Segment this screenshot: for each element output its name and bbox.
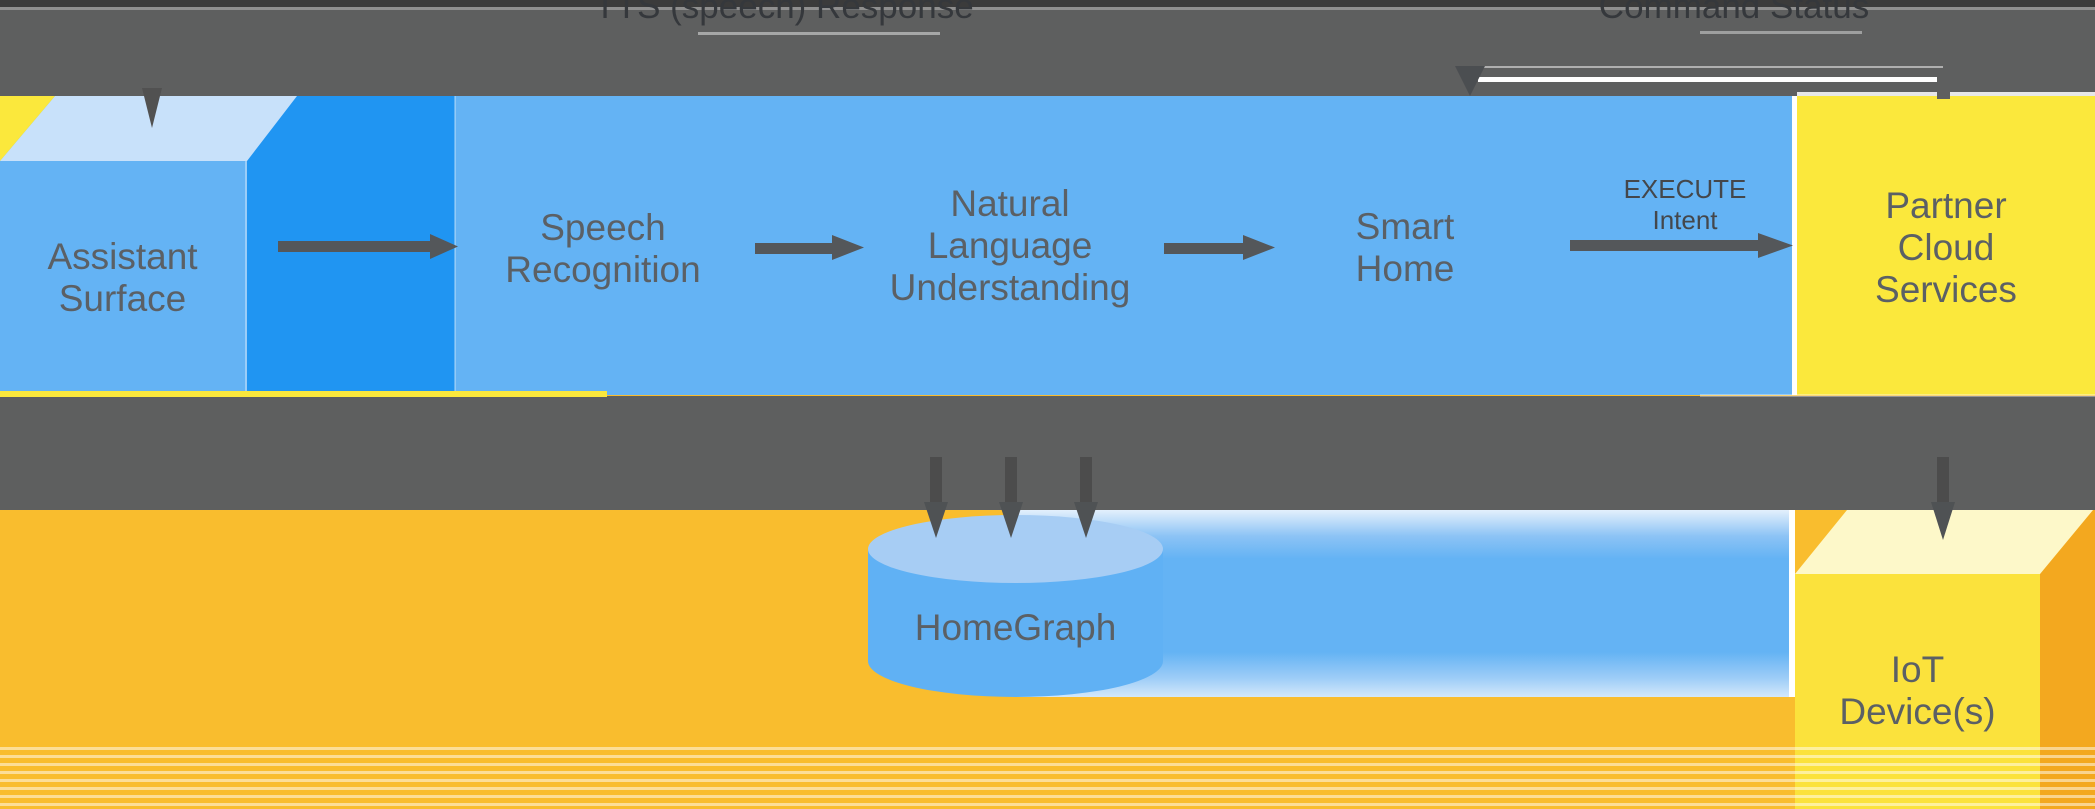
command-status-label: Command Status xyxy=(1598,0,1870,26)
divider-line xyxy=(1789,510,1795,697)
partner-link-stub xyxy=(1937,77,1950,99)
arrow-assistant-to-speech xyxy=(278,241,430,252)
homegraph-arrow-shaft xyxy=(1080,457,1092,507)
divider-line xyxy=(1792,96,1797,395)
band-edge-line xyxy=(0,7,2095,10)
divider-line xyxy=(245,161,247,395)
iot-arrow-shaft xyxy=(1937,457,1949,509)
homegraph-arrow-shaft xyxy=(1005,457,1017,507)
tts-response-label: TTS (speech) Response xyxy=(594,0,974,26)
arrow-nlu-to-smarthome xyxy=(1164,243,1243,254)
arrow-smarthome-to-partner xyxy=(1570,240,1758,251)
homegraph-label: HomeGraph xyxy=(914,607,1117,648)
partner-cloud-services-box xyxy=(1797,96,2095,395)
yellow-divider-line xyxy=(0,391,607,397)
band-edge-line xyxy=(1700,394,2095,397)
underline-artifact xyxy=(1700,31,1862,34)
arrow-speech-to-nlu xyxy=(755,243,832,254)
homegraph-arrow-shaft xyxy=(930,457,942,507)
band-edge-line xyxy=(0,0,2095,7)
bottom-stripes xyxy=(0,742,2095,806)
command-status-line xyxy=(1478,77,1943,82)
middle-sync-band xyxy=(0,396,2095,510)
underline-artifact xyxy=(698,32,940,35)
homegraph-cylinder-top xyxy=(868,515,1163,583)
command-status-line-faint xyxy=(1478,66,1943,68)
